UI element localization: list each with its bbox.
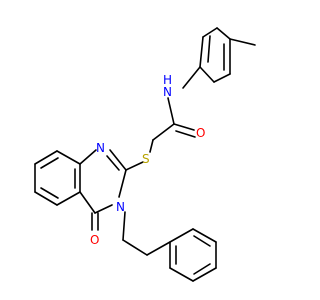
oxygen-carbonyl-label: O — [196, 126, 205, 140]
bond — [56, 150, 81, 165]
bond — [199, 66, 215, 83]
bond — [169, 228, 194, 243]
bond — [79, 191, 96, 214]
bond — [149, 139, 154, 153]
bond — [118, 169, 127, 198]
bond — [167, 97, 175, 125]
nitrogen-ring-sub-label: N — [116, 200, 125, 214]
bond — [122, 211, 126, 241]
bond — [79, 149, 97, 165]
bond — [193, 263, 211, 275]
bond — [40, 157, 59, 169]
bond — [34, 150, 58, 165]
bond — [34, 191, 58, 206]
molecule-structure-diagram: N H O S N N O — [34, 27, 256, 282]
hydrogen-amide-label: H — [163, 73, 172, 87]
bond — [213, 73, 231, 83]
bond — [122, 239, 148, 256]
bond — [152, 123, 175, 141]
bond — [199, 36, 204, 68]
bond — [146, 241, 171, 256]
bond — [175, 130, 196, 138]
bond — [40, 187, 59, 199]
nitrogen-ring-top-label: N — [96, 141, 105, 155]
bond — [94, 204, 113, 214]
bond — [173, 123, 195, 131]
bond — [229, 38, 256, 46]
bond — [125, 161, 144, 171]
bond — [207, 35, 211, 63]
bond — [216, 27, 231, 40]
atom-label-layer: N H O S N N O — [90, 73, 205, 247]
bond — [169, 267, 194, 282]
bond — [182, 66, 201, 89]
bond — [109, 149, 127, 171]
bond-layer — [34, 27, 256, 282]
bond — [56, 191, 81, 206]
bond — [193, 235, 211, 247]
bond — [106, 155, 120, 171]
sulfur-label: S — [142, 152, 150, 166]
bond — [192, 228, 217, 243]
nitrogen-amide-label: N — [163, 85, 172, 99]
bond — [192, 267, 217, 282]
oxygen-ring-label: O — [90, 233, 99, 247]
bond — [202, 27, 218, 38]
